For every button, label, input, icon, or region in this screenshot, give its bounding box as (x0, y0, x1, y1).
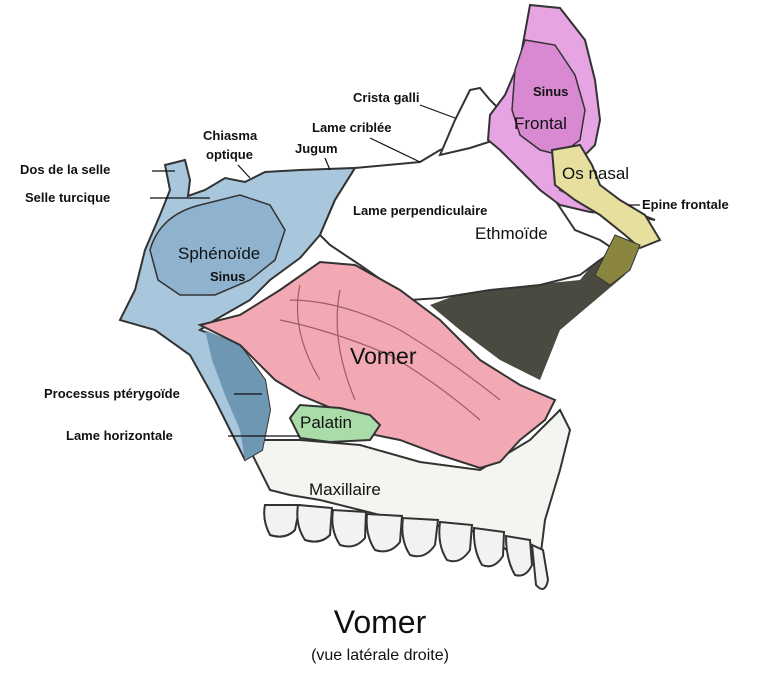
label-jugum: Jugum (295, 141, 338, 156)
label-epine-frontale: Epine frontale (642, 197, 729, 212)
label-palatin: Palatin (300, 413, 352, 432)
nasal-bone-shape (550, 143, 662, 250)
nasal-spine-shading (594, 234, 641, 286)
label-lame-perpendiculaire: Lame perpendiculaire (353, 203, 488, 218)
label-lame-horizontale: Lame horizontale (66, 428, 173, 443)
label-dos-de-la-selle: Dos de la selle (20, 162, 111, 177)
label-crista-galli: Crista galli (353, 90, 420, 105)
diagram-title: Vomer (333, 604, 427, 640)
pterygoid-shading (205, 330, 270, 460)
label-frontal: Frontal (514, 114, 567, 133)
label-os-nasal: Os nasal (562, 164, 630, 183)
dark-cavity-shading (430, 240, 625, 380)
palatine-shape (288, 403, 382, 444)
label-processus-pterygoide: Processus ptérygoïde (44, 386, 180, 401)
label-sphenoide: Sphénoïde (178, 244, 261, 263)
vomer-grooves (279, 284, 501, 421)
teeth-row (263, 503, 550, 590)
label-lame-criblee: Lame criblée (312, 120, 392, 135)
leader-lines (150, 104, 640, 437)
diagram-subtitle: (vue latérale droite) (311, 647, 449, 664)
sphenoid-sinus-shape (149, 194, 286, 296)
label-optique: optique (206, 147, 253, 162)
label-chiasma: Chiasma (203, 128, 258, 143)
label-sinus-frontal: Sinus (533, 84, 569, 99)
label-sinus-sphenoide: Sinus (210, 269, 246, 284)
label-maxillaire: Maxillaire (309, 480, 381, 499)
label-vomer: Vomer (350, 343, 417, 369)
label-ethmoide: Ethmoïde (475, 224, 548, 243)
label-selle-turcique: Selle turcique (25, 190, 111, 205)
